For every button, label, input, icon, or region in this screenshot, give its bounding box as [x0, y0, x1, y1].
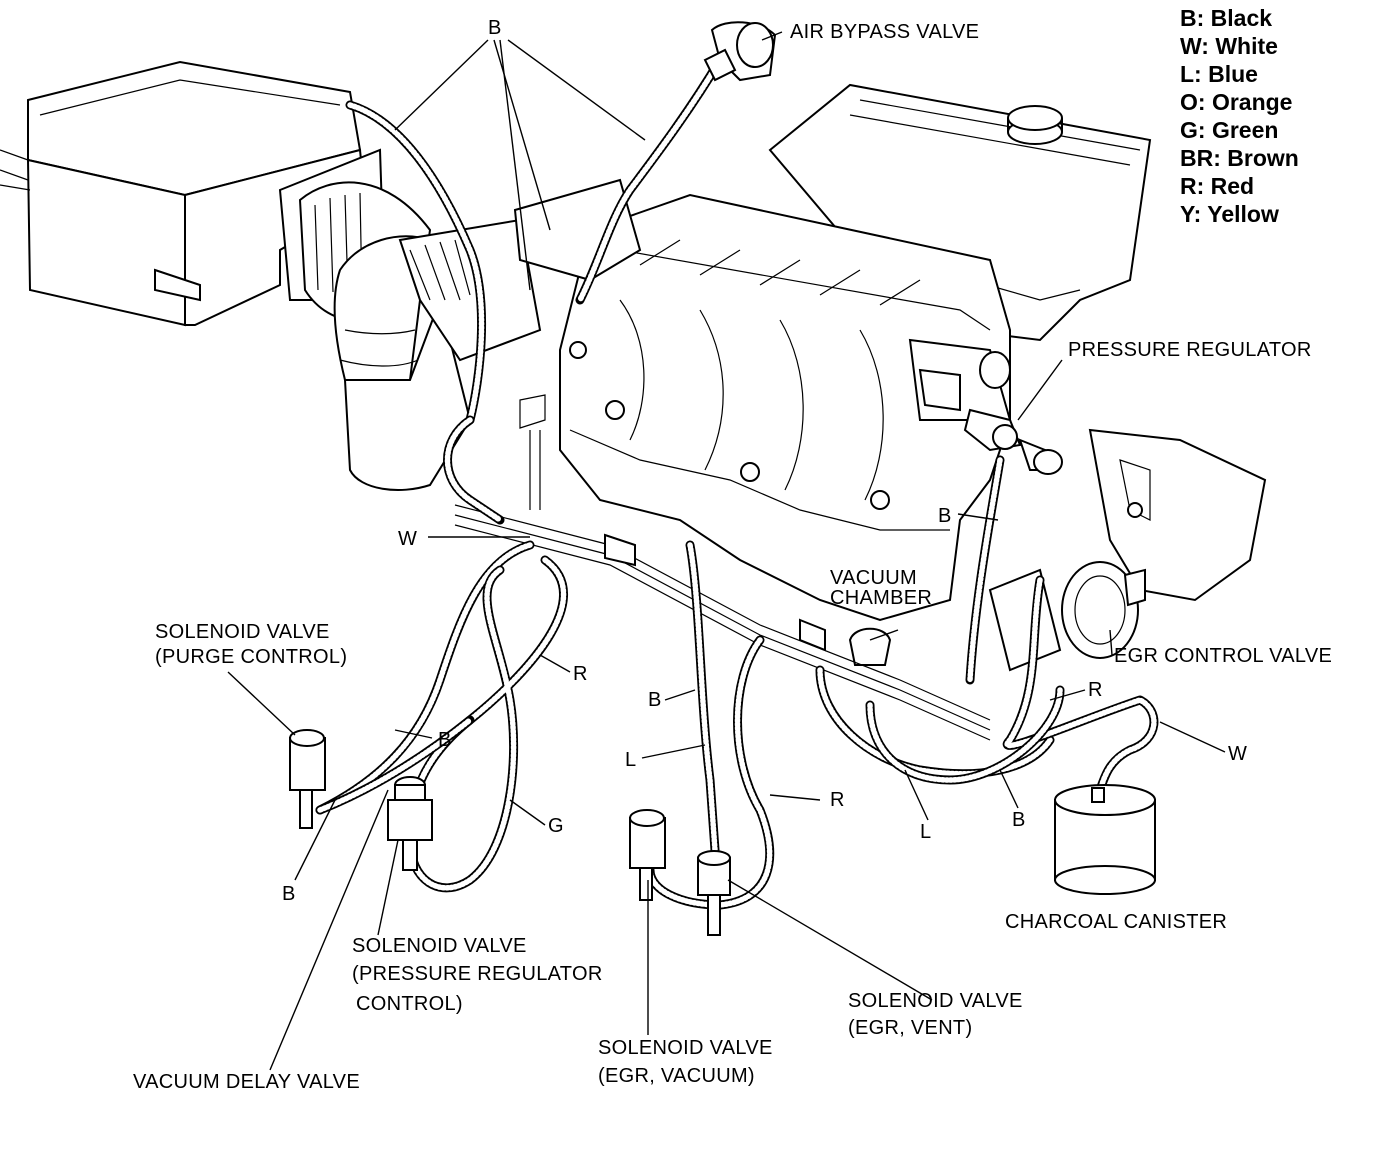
- valve-cover: [768, 83, 1152, 342]
- label-air-bypass-valve: AIR BYPASS VALVE: [790, 21, 979, 43]
- legend-entry-y: Y: Yellow: [1180, 201, 1279, 227]
- legend-entry-w: W: White: [1180, 33, 1278, 59]
- label-vacuum-chamber-1: VACUUM: [830, 567, 917, 589]
- solenoid-valve-pressure-regulator-control: [387, 776, 433, 871]
- code-r-mid: R: [830, 789, 844, 811]
- code-top-b: B: [488, 17, 501, 39]
- label-solenoid-pressure-3: CONTROL): [356, 993, 463, 1015]
- label-vacuum-delay-valve: VACUUM DELAY VALVE: [133, 1071, 360, 1093]
- legend-entry-b: B: Black: [1180, 5, 1272, 31]
- hose-color-codes: B W B R B B L R G B R W L B: [282, 17, 1247, 905]
- label-solenoid-pressure-2: (PRESSURE REGULATOR: [352, 963, 603, 985]
- code-w-right: W: [1228, 743, 1247, 765]
- intake-manifold: [513, 178, 1012, 622]
- charcoal-canister: [1054, 784, 1156, 895]
- label-charcoal-canister: CHARCOAL CANISTER: [1005, 911, 1227, 933]
- label-solenoid-egr-vacuum-1: SOLENOID VALVE: [598, 1037, 773, 1059]
- label-egr-control-valve: EGR CONTROL VALVE: [1114, 645, 1332, 667]
- leader-lines: [227, 31, 1226, 1071]
- code-b-mid: B: [648, 689, 661, 711]
- pressure-regulator-assembly: [963, 408, 1267, 602]
- code-g-left: G: [548, 815, 564, 837]
- code-b-pressure: B: [938, 505, 951, 527]
- label-solenoid-pressure-1: SOLENOID VALVE: [352, 935, 527, 957]
- code-b-right: B: [1012, 809, 1025, 831]
- code-l-mid: L: [625, 749, 636, 771]
- label-vacuum-chamber-2: CHAMBER: [830, 587, 932, 609]
- code-w-left: W: [398, 528, 417, 550]
- label-solenoid-egr-vacuum-2: (EGR, VACUUM): [598, 1065, 755, 1087]
- solenoid-valve-egr-vacuum: [629, 809, 666, 901]
- legend-entry-o: O: Orange: [1180, 89, 1292, 115]
- legend-entry-r: R: Red: [1180, 173, 1254, 199]
- label-solenoid-egr-vent-2: (EGR, VENT): [848, 1017, 972, 1039]
- label-solenoid-purge-2: (PURGE CONTROL): [155, 646, 347, 668]
- label-pressure-regulator: PRESSURE REGULATOR: [1068, 339, 1312, 361]
- legend-entry-br: BR: Brown: [1180, 145, 1299, 171]
- code-r-right: R: [1088, 679, 1102, 701]
- egr-vacuum-chamber-assembly: [848, 561, 1146, 672]
- air-bypass-valve: [703, 21, 777, 82]
- solenoid-valve-purge-control: [289, 729, 326, 829]
- legend-entry-l: L: Blue: [1180, 61, 1258, 87]
- label-solenoid-purge-1: SOLENOID VALVE: [155, 621, 330, 643]
- code-l-right: L: [920, 821, 931, 843]
- vacuum-hoses: [315, 55, 1159, 910]
- component-labels: AIR BYPASS VALVE PRESSURE REGULATOR VACU…: [133, 21, 1332, 1093]
- intake-duct: [278, 148, 542, 491]
- label-solenoid-egr-vent-1: SOLENOID VALVE: [848, 990, 1023, 1012]
- code-r-left: R: [573, 663, 587, 685]
- code-b-bottom-left: B: [282, 883, 295, 905]
- legend-entry-g: G: Green: [1180, 117, 1278, 143]
- code-b-left-mid: B: [438, 729, 451, 751]
- solenoid-valve-egr-vent: [697, 850, 731, 936]
